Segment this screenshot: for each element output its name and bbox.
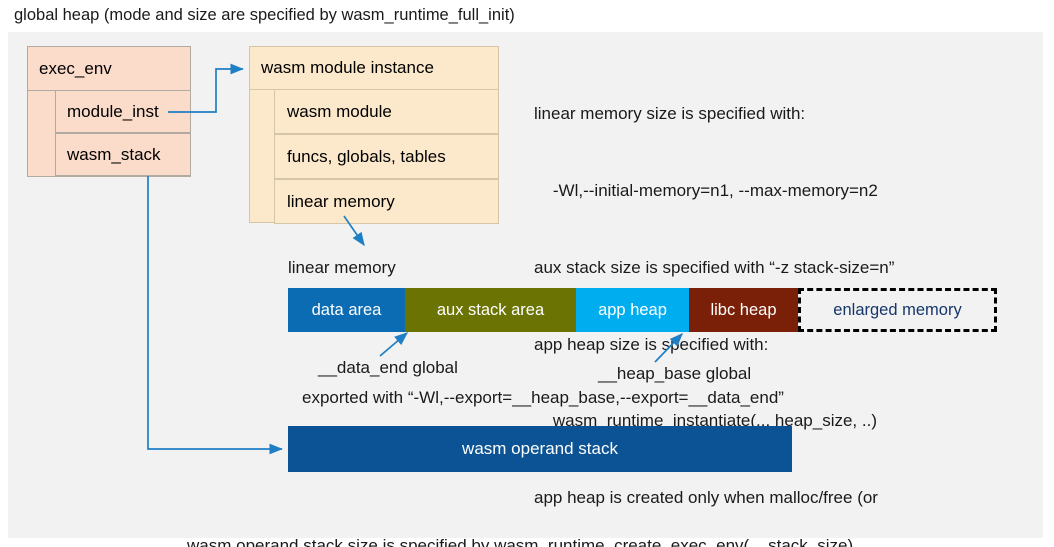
linear-memory-label: linear memory xyxy=(288,258,396,277)
module-row-linear-memory: linear memory xyxy=(274,179,499,224)
wasm-module-instance-header: wasm module instance xyxy=(249,46,499,90)
memory-segment-libc-heap: libc heap xyxy=(689,288,798,332)
memory-segment-app-heap: app heap xyxy=(576,288,689,332)
note-line: -Wl,--initial-memory=n1, --max-memory=n2 xyxy=(534,180,878,200)
exec-env-row-wasm-stack: wasm_stack xyxy=(55,133,191,176)
configuration-notes: linear memory size is specified with: -W… xyxy=(534,50,1034,547)
memory-segment-aux-stack-area: aux stack area xyxy=(405,288,576,332)
module-row-wasm-module: wasm module xyxy=(274,89,499,134)
memory-segment-enlarged-memory: enlarged memory xyxy=(798,288,997,332)
annotation-data-end: __data_end global xyxy=(318,358,458,377)
linear-memory-bar: data area aux stack area app heap libc h… xyxy=(288,288,997,332)
module-row-funcs-globals-tables: funcs, globals, tables xyxy=(274,134,499,179)
note-line: linear memory size is specified with: xyxy=(534,104,806,124)
note-line: wasm_runtime_instantiate(.., heap_size, … xyxy=(534,411,877,431)
annotation-heap-base: __heap_base global xyxy=(598,364,752,383)
bottom-note-line: wasm operand stack size is specified by … xyxy=(187,536,854,547)
annotation-exported-flags: exported with “-Wl,--export=__heap_base,… xyxy=(302,388,784,407)
page-title: global heap (mode and size are specified… xyxy=(14,6,515,24)
memory-segment-data-area: data area xyxy=(288,288,405,332)
operand-stack-notes: wasm operand stack size is specified by … xyxy=(187,481,853,547)
note-line: aux stack size is specified with “-z sta… xyxy=(534,257,895,277)
note-line: app heap size is specified with: xyxy=(534,334,769,354)
note-line: app heap is created only when malloc/fre… xyxy=(534,488,878,508)
exec-env-header: exec_env xyxy=(27,46,191,91)
exec-env-row-module-inst: module_inst xyxy=(55,90,191,133)
wasm-operand-stack-box: wasm operand stack xyxy=(288,426,792,472)
